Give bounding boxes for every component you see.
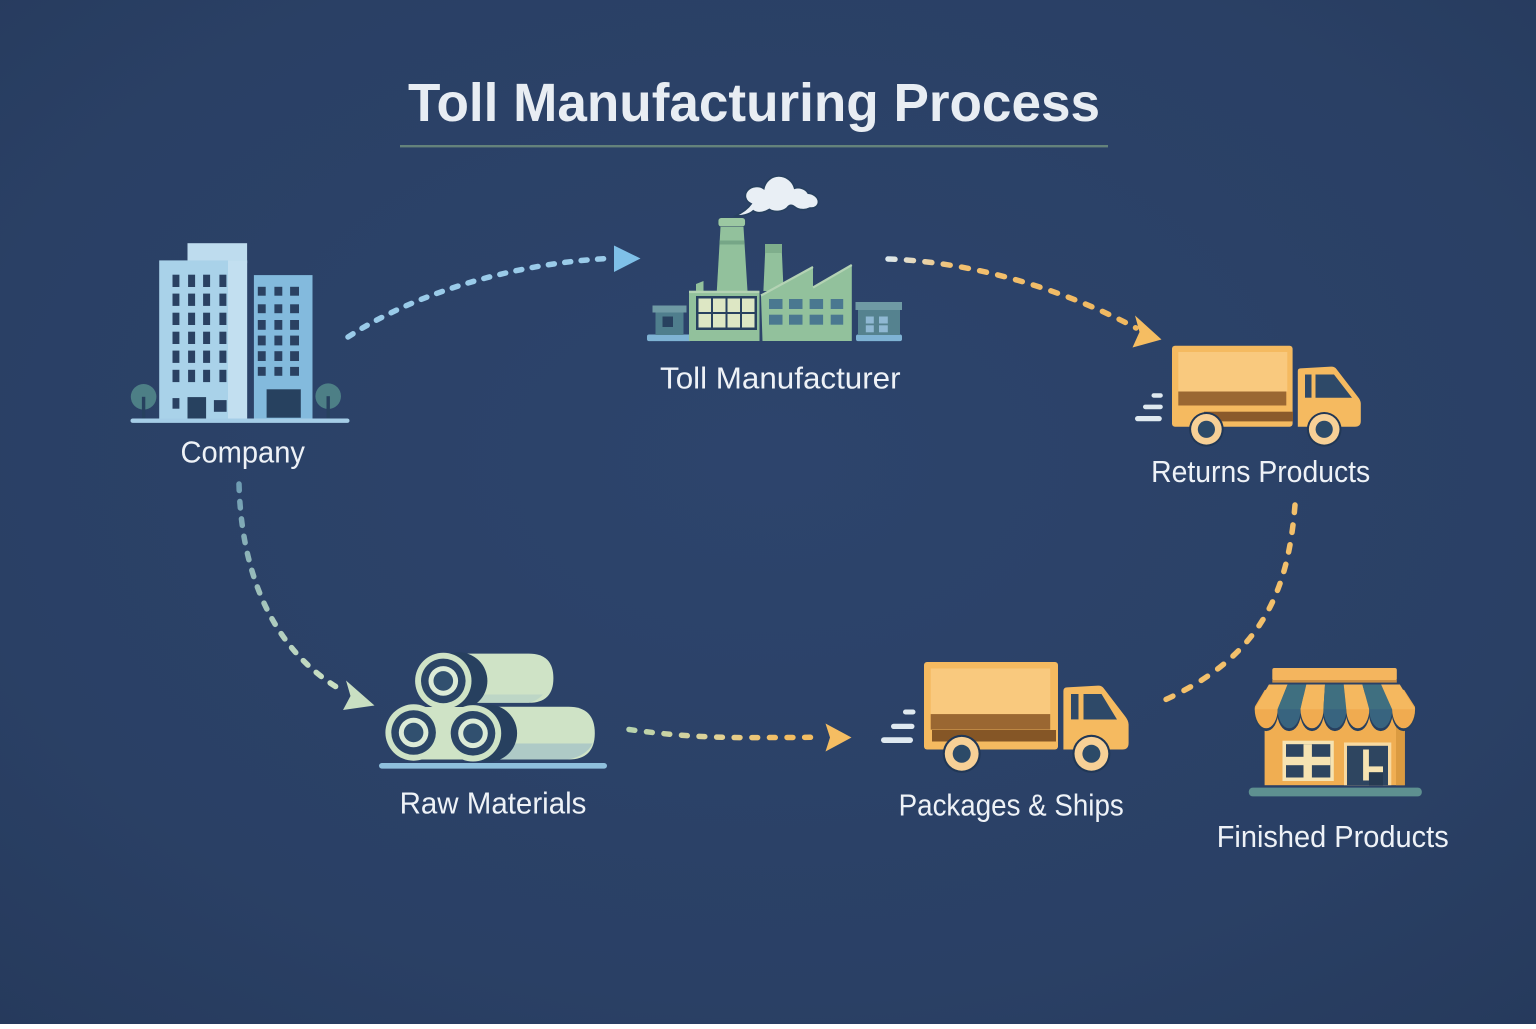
svg-text:Raw Materials: Raw Materials	[400, 788, 587, 821]
svg-text:Packages & Ships: Packages & Ships	[899, 790, 1124, 823]
svg-text:Company: Company	[180, 437, 305, 470]
svg-text:Toll Manufacturer: Toll Manufacturer	[660, 363, 901, 396]
svg-text:Finished Products: Finished Products	[1217, 821, 1449, 854]
svg-text:Toll Manufacturing Process: Toll Manufacturing Process	[408, 74, 1100, 133]
svg-text:Returns Products: Returns Products	[1151, 456, 1370, 489]
